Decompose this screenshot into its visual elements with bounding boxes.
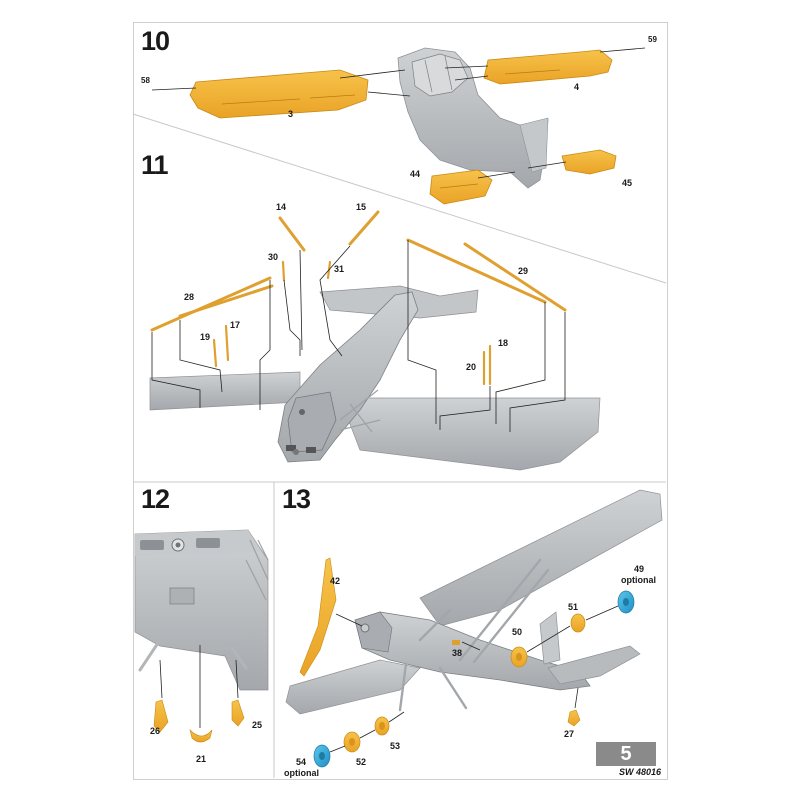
wing-lower-right (339, 397, 601, 471)
part-38 (452, 640, 460, 645)
part-label-54: 54 (296, 757, 306, 767)
part-label-25: 25 (252, 720, 262, 730)
part-label-52: 52 (356, 757, 366, 767)
part-label-14: 14 (276, 202, 286, 212)
strut-part-29a (406, 238, 547, 304)
propeller-part-42 (299, 557, 337, 677)
gear-leg-part-26 (153, 699, 169, 733)
part-label-20: 20 (466, 362, 476, 372)
gear-leg-part-25 (231, 699, 245, 727)
step-number-10: 10 (141, 26, 170, 56)
step12-diagram: 26 25 21 (134, 529, 269, 764)
step-number-11: 11 (141, 150, 169, 180)
part-label-38: 38 (452, 648, 462, 658)
strut-part-29b (463, 242, 567, 312)
part-label-49: 49 (634, 564, 644, 574)
stabilizer-left-part-44 (429, 169, 493, 205)
wing-right-part-4 (483, 49, 613, 85)
step11-diagram: 14 15 30 31 29 28 17 19 18 20 (149, 202, 601, 471)
fuselage-final (354, 611, 591, 691)
page-number-badge: 5 (596, 742, 656, 766)
strut-part-28b (178, 284, 274, 318)
kit-code: SW 48016 (618, 767, 661, 777)
step-number-12: 12 (141, 484, 170, 514)
part-label-4: 4 (574, 82, 579, 92)
part-label-59: 59 (648, 35, 657, 44)
step13-diagram: 42 49 optional 51 50 38 27 54 optional 5… (284, 489, 663, 778)
tailwheel-part-21 (189, 729, 213, 743)
lower-wing (285, 659, 421, 715)
part-label-18: 18 (498, 338, 508, 348)
hub-part-51 (570, 613, 586, 633)
part-label-50: 50 (512, 627, 522, 637)
part-label-30: 30 (268, 252, 278, 262)
part-label-19: 19 (200, 332, 210, 342)
wing-lower-left (149, 371, 301, 411)
stabilizer-right-part-45 (561, 149, 617, 175)
part-label-44: 44 (410, 169, 420, 179)
part-label-42: 42 (330, 576, 340, 586)
part-label-17: 17 (230, 320, 240, 330)
part-label-15: 15 (356, 202, 366, 212)
optional-note-54: optional (284, 768, 319, 778)
part-label-29: 29 (518, 266, 528, 276)
strut-part-28a (150, 276, 272, 332)
part-label-21: 21 (196, 754, 206, 764)
part-label-31: 31 (334, 264, 344, 274)
part-label-27: 27 (564, 729, 574, 739)
step-number-13: 13 (282, 484, 311, 514)
part-label-53: 53 (390, 741, 400, 751)
part-label-28: 28 (184, 292, 194, 302)
strut-part-30 (281, 260, 286, 282)
strut-part-19 (212, 338, 218, 368)
wing-left-part-3 (189, 69, 369, 119)
part-label-45: 45 (622, 178, 632, 188)
part-label-26: 26 (150, 726, 160, 736)
optional-note-49: optional (621, 575, 656, 585)
strut-part-15 (348, 210, 380, 246)
step10-diagram: 58 3 59 4 44 45 (141, 35, 657, 205)
strut-part-14 (278, 216, 306, 252)
tailwheel-part-27 (567, 709, 581, 727)
part-label-51: 51 (568, 602, 578, 612)
divider-step10-11 (132, 113, 667, 284)
part-label-58: 58 (141, 76, 150, 85)
part-label-3: 3 (288, 109, 293, 119)
strut-part-17 (224, 324, 230, 362)
